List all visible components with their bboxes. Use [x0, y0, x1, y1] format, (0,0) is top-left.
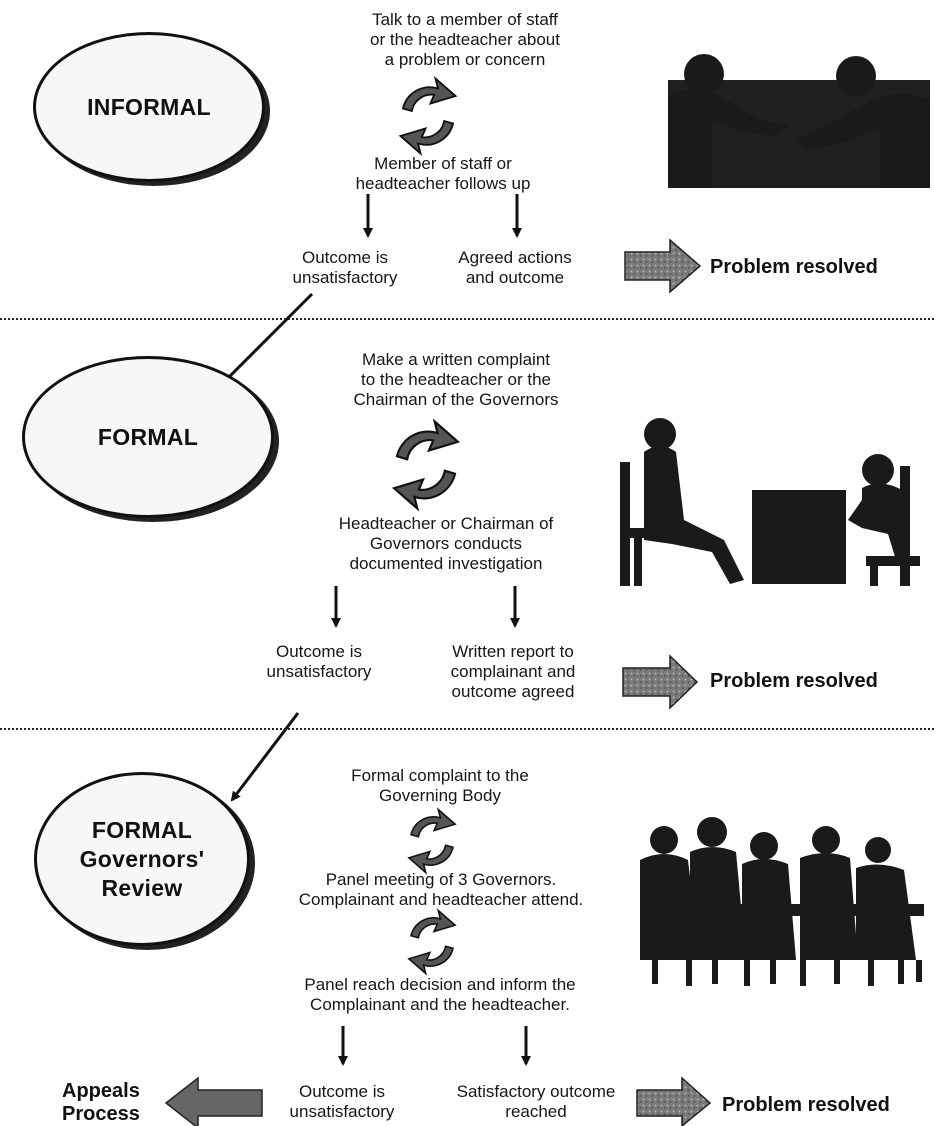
problem-resolved-label: Problem resolved — [710, 670, 878, 692]
cycle-arrows-icon — [408, 808, 456, 874]
review-outcome-unsatisfactory: Outcome is unsatisfactory — [289, 1082, 395, 1121]
desk-meeting-silhouette — [620, 418, 920, 586]
cycle-arrows-icon — [393, 420, 459, 510]
cycle-arrows-icon — [408, 909, 456, 975]
stage-formal: FORMAL — [22, 356, 274, 518]
appeals-process-label: Appeals Process — [62, 1080, 140, 1125]
panel-meeting-silhouette — [640, 817, 924, 986]
two-people-talking-silhouette — [668, 54, 930, 188]
stage-label: INFORMAL — [87, 93, 211, 120]
stage-governors-review: FORMAL Governors' Review — [34, 772, 250, 946]
review-step-panel-meeting: Panel meeting of 3 Governors. Complainan… — [298, 870, 584, 909]
review-step-complaint: Formal complaint to the Governing Body — [351, 766, 529, 805]
block-arrow-right-icon — [624, 238, 702, 294]
section-divider — [0, 318, 934, 320]
block-arrow-left-icon — [164, 1076, 263, 1126]
block-arrow-right-icon — [636, 1076, 712, 1126]
formal-step-written-complaint: Make a written complaint to the headteac… — [353, 350, 559, 409]
informal-step-follow-up: Member of staff or headteacher follows u… — [355, 154, 531, 193]
informal-outcome-agreed: Agreed actions and outcome — [458, 248, 572, 287]
formal-outcome-unsatisfactory: Outcome is unsatisfactory — [266, 642, 372, 681]
formal-step-investigation: Headteacher or Chairman of Governors con… — [338, 514, 554, 573]
stage-informal: INFORMAL — [33, 32, 265, 182]
problem-resolved-label: Problem resolved — [710, 256, 878, 278]
block-arrow-right-icon — [622, 654, 699, 710]
cycle-arrows-icon — [399, 77, 457, 155]
section-divider — [0, 728, 934, 730]
informal-step-talk: Talk to a member of staff or the headtea… — [370, 10, 560, 69]
formal-outcome-report: Written report to complainant and outcom… — [450, 642, 576, 701]
review-outcome-satisfactory: Satisfactory outcome reached — [456, 1082, 616, 1121]
stage-label: FORMAL — [97, 423, 199, 450]
informal-outcome-unsatisfactory: Outcome is unsatisfactory — [292, 248, 398, 287]
stage-label: FORMAL Governors' Review — [79, 816, 205, 901]
review-step-decision: Panel reach decision and inform the Comp… — [304, 975, 576, 1014]
problem-resolved-label: Problem resolved — [722, 1094, 890, 1116]
connector-arrow — [230, 712, 300, 802]
